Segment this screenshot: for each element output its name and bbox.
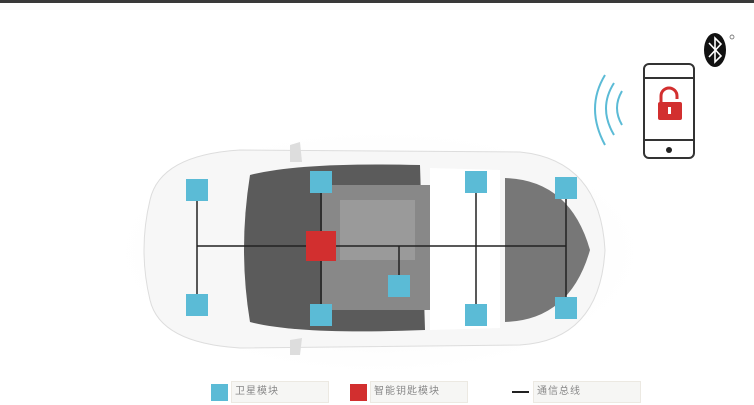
top-bar (0, 0, 754, 3)
legend-smart-key: 智能钥匙模块 (350, 381, 468, 403)
satellite-module (465, 304, 487, 326)
bluetooth-icon (704, 33, 735, 67)
satellite-module (465, 171, 487, 193)
satellite-module (186, 294, 208, 316)
signal-waves-icon (594, 74, 623, 146)
satellite-module (555, 297, 577, 319)
satellite-module (310, 171, 332, 193)
legend-satellite: 卫星模块 (211, 381, 329, 403)
legend-bus: 通信总线 (512, 381, 641, 403)
satellite-module (310, 304, 332, 326)
unlock-icon (658, 86, 682, 120)
legend-line (512, 391, 529, 393)
legend-label: 智能钥匙模块 (370, 381, 468, 403)
legend-swatch (350, 383, 367, 401)
communication-bus (196, 182, 567, 315)
satellite-module (388, 275, 410, 297)
smart-key-module (306, 231, 336, 261)
legend-label: 通信总线 (533, 381, 641, 403)
car-body (143, 142, 606, 355)
satellite-module (186, 179, 208, 201)
satellite-module (555, 177, 577, 199)
legend-label: 卫星模块 (231, 381, 329, 403)
legend-swatch (211, 383, 228, 401)
